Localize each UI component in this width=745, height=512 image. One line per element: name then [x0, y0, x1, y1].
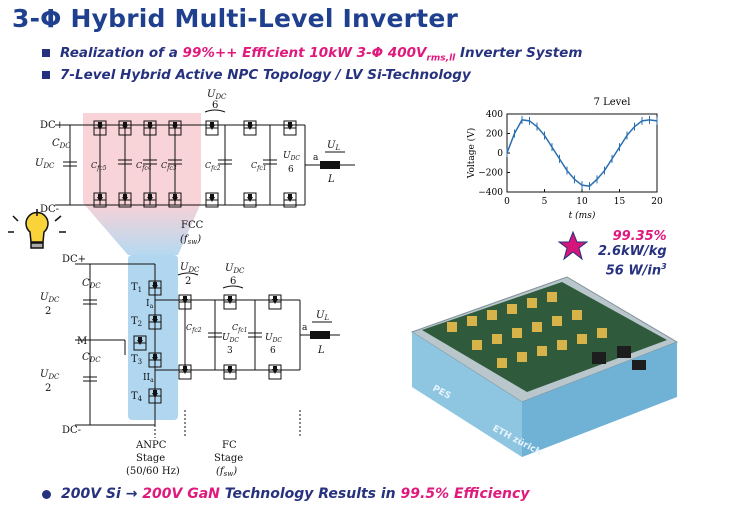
chart-series	[506, 115, 658, 191]
switch-t4-label: T4	[131, 391, 143, 403]
fc-udc3-den: 3	[227, 346, 233, 356]
bullet-1-subscript: rms,ll	[426, 53, 456, 64]
chart-y-tick-label: 0	[497, 149, 503, 159]
star-icon	[558, 231, 588, 261]
chart-y-tick-label: 200	[486, 130, 503, 140]
top-udc6-den: 6	[212, 100, 218, 111]
bottom-udc-bottom-num: UDC	[40, 369, 60, 381]
fcc-to-anpc-shade	[83, 203, 201, 255]
arrow-icon: →	[125, 486, 138, 502]
bottom-dc-minus-label: DC-	[62, 425, 81, 436]
fc-udc6b-den: 6	[270, 346, 276, 356]
chart-x-tick-label: 0	[504, 197, 510, 207]
top-out-udc-num: UDC	[283, 151, 300, 162]
top-cap-label-1: Cfc1	[251, 161, 267, 172]
power-density-kg: 2.6kW/kg	[598, 244, 667, 259]
bottom-cdc-bottom: CDC	[82, 352, 101, 364]
fc-stage-freq: (fsw)	[216, 466, 237, 478]
bottom-ul-label: UL	[316, 310, 329, 322]
chart-y-ticks: 400 200 0 −200 −400	[478, 110, 510, 198]
ia-label: Ia	[146, 299, 154, 310]
chart-y-tick-label: −400	[478, 188, 503, 198]
anpc-stage-freq: (50/60 Hz)	[126, 466, 180, 477]
chart-x-tick-label: 20	[651, 197, 663, 207]
fc-udc3-num: UDC	[222, 333, 239, 344]
anpc-shade	[128, 255, 178, 420]
chart-y-label: Voltage (V)	[466, 128, 477, 179]
top-node-a: a	[313, 153, 319, 163]
bottom-dc-plus-label: DC+	[62, 254, 86, 265]
top-cap-label-2: Cfc2	[205, 161, 221, 172]
bottom-udc-top-den: 2	[45, 306, 51, 317]
fc-udc6-den: 6	[230, 276, 236, 287]
footer-text-2: 200V GaN	[137, 486, 220, 502]
switch-t3-label: T3	[131, 354, 142, 366]
top-circuit	[55, 109, 355, 206]
bottom-node-a: a	[302, 323, 308, 333]
top-out-udc-den: 6	[288, 165, 294, 175]
switch-t2-label: T2	[131, 316, 142, 328]
bottom-cdc-top: CDC	[82, 278, 101, 290]
chart-y-tick-label: −200	[478, 169, 503, 179]
bullet-item-2: 7-Level Hybrid Active NPC Topology / LV …	[40, 67, 582, 83]
top-udc-label: UDC	[35, 158, 55, 170]
chart-title: 7 Level	[594, 97, 631, 108]
anpc-udc2-den: 2	[185, 276, 191, 287]
bottom-inductor-label: L	[317, 345, 325, 356]
iia-label: IIa	[143, 373, 154, 384]
top-ul-label: UL	[327, 140, 340, 152]
lightbulb-icon	[8, 209, 66, 249]
footer-bullet-dot	[42, 489, 51, 499]
anpc-stage-line1: ANPC	[135, 440, 167, 451]
power-density-in3: 56 W/in3	[605, 262, 667, 279]
footer-text-1: 200V Si	[61, 486, 126, 502]
bottom-circuit	[75, 263, 340, 426]
chart-x-tick-label: 5	[542, 197, 548, 207]
footer-text-4: 99.5% Efficiency	[400, 486, 530, 502]
chart-x-tick-label: 15	[614, 197, 626, 207]
top-inductor-label: L	[327, 174, 335, 185]
fc-udc6-num: UDC	[225, 263, 245, 275]
page-title: 3-Φ Hybrid Multi-Level Inverter	[12, 4, 459, 33]
waveform-chart: 7 Level 400 200 0 −200 −400 0 5 10 15 20 Voltage…	[466, 97, 663, 221]
bullet-item-1: Realization of a 99%++ Efficient 10kW 3-…	[40, 45, 582, 67]
cfc2-label: Cfc2	[186, 323, 202, 334]
efficiency-value: 99.35%	[612, 229, 667, 244]
bullet-1-highlight: 99%++ Efficient 10kW 3-Φ 400V	[182, 45, 427, 61]
bullet-2-text: 7-Level Hybrid Active NPC Topology / LV …	[60, 66, 471, 83]
top-cdc-label: CDC	[52, 138, 71, 150]
bullet-1-text-b: Inverter System	[455, 45, 583, 61]
top-cap-label-4: Cfc4	[136, 161, 152, 172]
fc-stage-line2: Stage	[214, 453, 243, 464]
footer-bullet: 200V Si → 200V GaN Technology Results in…	[42, 486, 529, 502]
bottom-udc-bottom-den: 2	[45, 383, 51, 394]
fcc-freq-label: (fsw)	[180, 234, 201, 246]
top-dc-plus-label: DC+	[40, 120, 64, 131]
performance-stats: 99.35% 2.6kW/kg 56 W/in3	[598, 229, 667, 278]
anpc-stage-line2: Stage	[136, 453, 165, 464]
bullet-list: Realization of a 99%++ Efficient 10kW 3-…	[40, 45, 582, 83]
top-cap-label-3: Cfc3	[161, 161, 177, 172]
fc-udc6b-num: UDC	[265, 333, 282, 344]
chart-y-tick-label: 400	[486, 110, 503, 120]
inverter-photo: ETH zürich PES	[410, 276, 679, 458]
top-udc6-num: UDC	[207, 89, 227, 101]
chart-x-ticks: 0 5 10 15 20	[504, 189, 663, 207]
anpc-udc2-num: UDC	[180, 262, 200, 274]
bottom-mid-label: M	[77, 336, 87, 347]
fcc-label: FCC	[181, 220, 204, 231]
chart-x-label: t (ms)	[569, 210, 596, 221]
footer-text-3: Technology Results in	[219, 486, 401, 502]
top-cap-label-5: Cfc5	[91, 161, 107, 172]
fc-stage-line1: FC	[222, 440, 237, 451]
bottom-udc-top-num: UDC	[40, 292, 60, 304]
chart-x-tick-label: 10	[576, 197, 588, 207]
cfc1-label: Cfc1	[232, 323, 248, 334]
bullet-1-text-a: Realization of a	[60, 45, 183, 61]
top-dc-minus-label: DC-	[40, 204, 59, 215]
switch-t1-label: T1	[131, 282, 142, 294]
